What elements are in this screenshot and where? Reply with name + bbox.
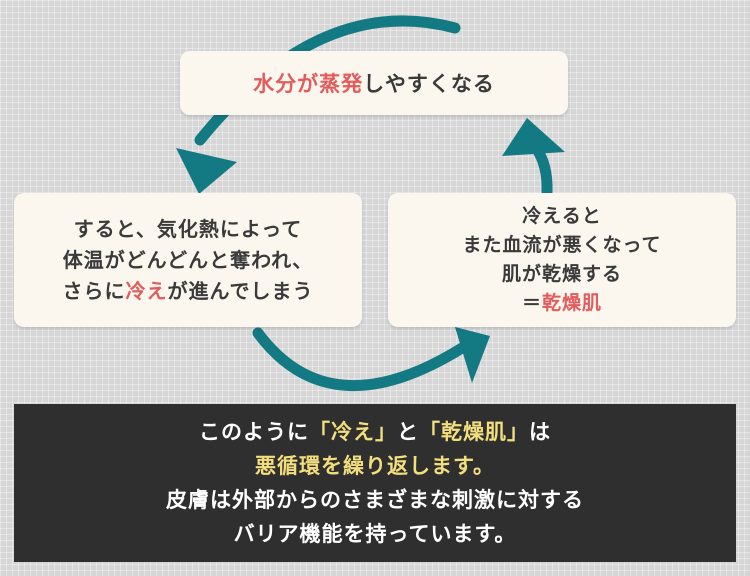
top-box-text: 水分が蒸発しやすくなる: [253, 68, 495, 98]
summary-highlight-1: 「冷え」: [309, 420, 397, 444]
summary-line-1-pre: このように: [199, 420, 309, 444]
arrowhead-right-up: [502, 118, 565, 156]
left-box-line-3: さらに冷えが進んでしまう: [63, 276, 314, 307]
summary-highlight-2: 「乾燥肌」: [419, 420, 529, 444]
arrowhead-left: [176, 148, 237, 194]
left-box-highlight: 冷え: [125, 278, 168, 303]
right-box-equals: ＝: [521, 292, 542, 314]
left-box: すると、気化熱によって 体温がどんどんと奪われ、 さらに冷えが進んでしまう: [14, 193, 362, 327]
arc-arrow-right: [530, 142, 553, 198]
summary-line-3: 皮膚は外部からのさまざまな刺激に対する: [166, 488, 584, 512]
right-box-line-1: 冷えると: [522, 205, 602, 227]
top-box-highlight: 水分が蒸発: [253, 72, 364, 96]
right-box: 冷えると また血流が悪くなって 肌が乾燥する ＝乾燥肌: [388, 193, 736, 327]
top-box-rest: しやすくなる: [363, 72, 495, 96]
summary-panel: このように「冷え」と「乾燥肌」は 悪循環を繰り返します。 皮膚は外部からのさまざ…: [14, 404, 736, 562]
summary-line-1-post: は: [529, 420, 551, 444]
left-box-line-3-pre: さらに: [62, 278, 126, 303]
right-box-line-4: ＝乾燥肌: [522, 289, 602, 318]
left-box-line-1: すると、気化熱によって: [73, 216, 303, 241]
summary-line-1: このように「冷え」と「乾燥肌」は: [199, 415, 551, 449]
left-box-line-3-post: が進んでしまう: [167, 278, 314, 303]
summary-line-2: 悪循環を繰り返します。: [255, 454, 495, 478]
right-box-line-3: 肌が乾燥する: [501, 263, 622, 285]
summary-line-4: バリア機能を持っています。: [233, 522, 517, 546]
summary-line-1-mid: と: [397, 420, 419, 444]
arc-arrow-bottom: [252, 327, 468, 391]
left-box-line-2: 体温がどんどんと奪われ、: [62, 247, 314, 272]
top-box: 水分が蒸発しやすくなる: [180, 51, 568, 115]
right-box-highlight: 乾燥肌: [542, 292, 603, 314]
right-box-line-2: また血流が悪くなって: [462, 234, 662, 256]
arrowhead-bottom: [455, 327, 490, 383]
